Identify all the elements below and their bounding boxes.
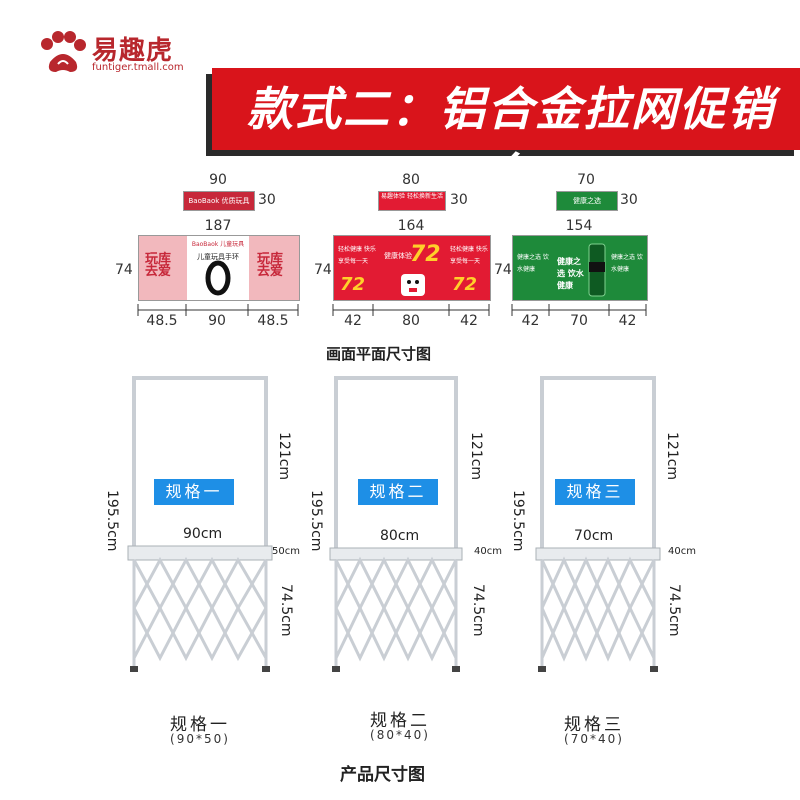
table-width-label: 90cm (183, 526, 223, 542)
upper-height-label: 121cm (468, 432, 484, 481)
segment-right: 42 (460, 313, 478, 329)
table-height-label: 74.5cm (278, 584, 294, 637)
depth-label: 50cm (272, 546, 300, 557)
right-panel-text: 健康之选 饮水健康 (611, 254, 643, 273)
total-height-label: 195.5cm (308, 490, 324, 552)
depth-label: 40cm (474, 546, 502, 557)
segment-left: 48.5 (146, 313, 178, 329)
spec-caption: 规格三 (564, 715, 624, 735)
spec-caption: 规格一 (170, 715, 230, 735)
brand-url: funtiger.tmall.com (92, 62, 184, 73)
segment-dimension-line (511, 304, 647, 316)
top-header-panel: 健康之选 (556, 191, 618, 211)
plan-section-label: 画面平面尺寸图 (326, 345, 432, 363)
segment-right: 42 (618, 313, 637, 329)
wristband-icon (205, 260, 231, 296)
panel-width-label: 187 (204, 218, 232, 234)
center-panel: 健康体验 72 (380, 236, 444, 300)
front-panel: 玩库 去爱 BaoBaok 儿童玩具 儿童玩具手环 玩库 去爱 (138, 235, 300, 301)
segment-dimension-line (332, 304, 490, 316)
total-height-label: 195.5cm (104, 490, 120, 552)
top-header-text: 易趣体验 轻松换新生活 (381, 193, 443, 200)
panel-height-label: 74 (115, 262, 133, 278)
top-height-label: 30 (620, 192, 638, 208)
right-panel-text: 轻松健康 快乐享受每一天 (450, 246, 488, 265)
left-panel-text: 健康之选 饮水健康 (517, 254, 549, 273)
center-text: 儿童玩具手环 (197, 253, 239, 261)
top-width-label: 80 (402, 172, 420, 188)
table-width-label: 80cm (380, 528, 420, 544)
segment-center: 80 (402, 313, 420, 329)
spec-caption: 规格二 (370, 711, 430, 731)
spec-size: (70*40) (564, 732, 624, 746)
panel-height-label: 74 (314, 262, 332, 278)
top-width-label: 90 (209, 172, 227, 188)
right-big-number: 72 (452, 274, 478, 295)
left-panel-text: 玩库 去爱 (145, 252, 172, 279)
product-section-label: 产品尺寸图 (340, 765, 425, 785)
depth-label: 40cm (668, 546, 696, 557)
segment-left: 42 (344, 313, 362, 329)
center-text: 健康之选 饮水健康 (557, 257, 584, 290)
promo-table-drawing (127, 376, 273, 672)
left-big-number: 72 (340, 274, 366, 295)
segment-center: 90 (208, 313, 226, 329)
panel-height-label: 74 (494, 262, 512, 278)
center-text: 健康体验 (384, 252, 412, 260)
paw-logo-icon (41, 31, 86, 72)
table-height-label: 74.5cm (470, 584, 486, 637)
spec-badge: 规格三 (555, 479, 635, 505)
mascot-icon (401, 274, 425, 296)
brand-name: 易趣虎 (92, 36, 174, 66)
top-header-text: 健康之选 (573, 197, 601, 205)
top-header-panel: BaoBaok 优质玩具 (183, 191, 255, 211)
left-panel-text: 轻松健康 快乐享受每一天 (338, 246, 376, 265)
top-width-label: 70 (577, 172, 595, 188)
promo-table-drawing (535, 376, 661, 672)
banner-title: 款式二：铝合金拉网促销台 (247, 82, 775, 202)
can-icon (588, 243, 606, 297)
promo-table-drawing (329, 376, 463, 672)
spec-size: (80*40) (370, 728, 430, 742)
segment-left: 42 (521, 313, 540, 329)
panel-width-label: 154 (565, 218, 593, 234)
upper-height-label: 121cm (664, 432, 680, 481)
center-panel: BaoBaok 儿童玩具 儿童玩具手环 (187, 236, 249, 300)
center-panel: 健康之选 饮水健康 (553, 236, 609, 300)
segment-right: 48.5 (257, 313, 289, 329)
spec-size: (90*50) (170, 732, 230, 746)
segment-dimension-line (137, 304, 299, 316)
total-height-label: 195.5cm (510, 490, 526, 552)
top-header-panel: 易趣体验 轻松换新生活 (378, 191, 446, 211)
table-width-label: 70cm (574, 528, 614, 544)
panel-width-label: 164 (397, 218, 425, 234)
top-height-label: 30 (450, 192, 468, 208)
front-panel: 健康之选 饮水健康 健康之选 饮水健康 健康之选 饮水健康 (512, 235, 648, 301)
right-panel-text: 玩库 去爱 (257, 252, 284, 279)
center-big-number: 72 (410, 242, 441, 267)
top-height-label: 30 (258, 192, 276, 208)
table-height-label: 74.5cm (666, 584, 682, 637)
spec-badge: 规格二 (358, 479, 438, 505)
segment-center: 70 (570, 313, 588, 329)
center-brand: BaoBaok 儿童玩具 (191, 241, 245, 248)
top-header-text: BaoBaok 优质玩具 (188, 197, 250, 205)
upper-height-label: 121cm (276, 432, 292, 481)
spec-badge: 规格一 (154, 479, 234, 505)
title-banner (212, 68, 800, 150)
front-panel: 轻松健康 快乐享受每一天 72 健康体验 72 轻松健康 快乐享受每一天 72 (333, 235, 491, 301)
